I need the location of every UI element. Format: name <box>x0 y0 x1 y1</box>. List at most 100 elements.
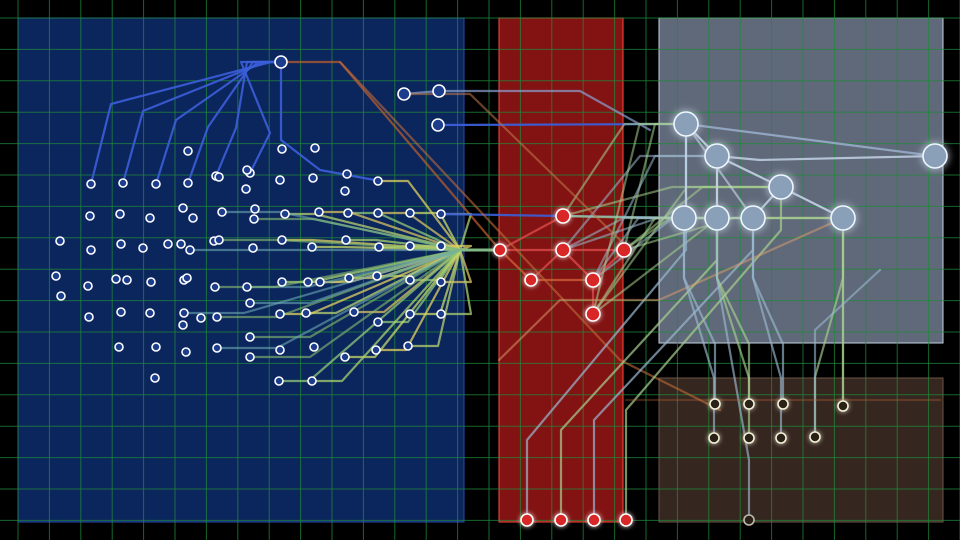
small-node <box>436 277 446 287</box>
edge <box>684 122 755 220</box>
small-pale-node <box>837 400 849 412</box>
small-node <box>405 208 415 218</box>
small-node <box>217 207 227 217</box>
small-node <box>349 307 359 317</box>
small-node <box>373 176 383 186</box>
edge <box>338 60 722 412</box>
edge <box>591 122 688 316</box>
small-node <box>178 320 188 330</box>
small-node <box>150 373 160 383</box>
small-node <box>178 203 188 213</box>
small-node <box>151 342 161 352</box>
red-node <box>493 243 507 257</box>
slate-region <box>658 17 944 344</box>
small-node <box>403 341 413 351</box>
small-node <box>84 312 94 322</box>
red-node <box>555 242 571 258</box>
small-node <box>342 169 352 179</box>
small-node <box>183 178 193 188</box>
small-node <box>373 317 383 327</box>
small-node <box>114 342 124 352</box>
edges <box>89 60 942 522</box>
red-node <box>587 513 601 527</box>
small-pale-node <box>708 432 720 444</box>
edge <box>684 122 845 220</box>
small-node <box>214 172 224 182</box>
edge <box>591 154 719 282</box>
small-node <box>274 376 284 386</box>
small-node <box>245 298 255 308</box>
small-node <box>241 184 251 194</box>
small-node <box>372 271 382 281</box>
small-node <box>183 146 193 156</box>
small-node <box>212 343 222 353</box>
edge <box>813 268 882 439</box>
red-node <box>616 242 632 258</box>
small-node <box>118 178 128 188</box>
small-node <box>212 312 222 322</box>
small-pale-node <box>809 431 821 443</box>
small-node <box>86 179 96 189</box>
edge <box>248 248 502 359</box>
edge <box>497 216 845 362</box>
nodes <box>51 55 948 527</box>
small-node <box>343 208 353 218</box>
small-node <box>405 275 415 285</box>
small-node <box>436 309 446 319</box>
small-node <box>188 213 198 223</box>
small-node <box>214 235 224 245</box>
small-node <box>310 143 320 153</box>
small-pale-node <box>743 398 755 410</box>
small-node <box>83 281 93 291</box>
small-pale-node <box>743 432 755 444</box>
small-node <box>431 118 445 132</box>
edge <box>715 216 751 522</box>
small-node <box>250 204 260 214</box>
small-node <box>245 332 255 342</box>
small-node <box>176 239 186 249</box>
small-node <box>397 87 411 101</box>
small-node <box>248 243 258 253</box>
large-node <box>673 111 699 137</box>
small-node <box>280 209 290 219</box>
small-pale-node <box>743 514 755 526</box>
small-node <box>163 239 173 249</box>
small-node <box>245 352 255 362</box>
small-node <box>374 242 384 252</box>
edge <box>715 154 937 162</box>
small-node <box>405 309 415 319</box>
red-node <box>585 272 601 288</box>
small-pale-node <box>775 432 787 444</box>
small-node <box>275 175 285 185</box>
edge <box>529 248 595 316</box>
small-node <box>340 352 350 362</box>
small-node <box>115 209 125 219</box>
large-node <box>922 143 948 169</box>
small-node <box>55 236 65 246</box>
small-node <box>86 245 96 255</box>
small-node <box>185 245 195 255</box>
small-node <box>56 291 66 301</box>
small-node <box>436 209 446 219</box>
small-node <box>275 309 285 319</box>
small-node <box>196 313 206 323</box>
small-node <box>249 214 259 224</box>
small-node <box>145 308 155 318</box>
small-node <box>242 165 252 175</box>
small-node <box>307 242 317 252</box>
large-node <box>740 205 766 231</box>
edge <box>239 60 283 175</box>
edge <box>684 122 937 158</box>
large-node <box>830 205 856 231</box>
small-node <box>111 274 121 284</box>
small-node <box>303 277 313 287</box>
red-node <box>585 306 601 322</box>
small-node <box>145 213 155 223</box>
small-pale-node <box>709 398 721 410</box>
small-node <box>181 347 191 357</box>
small-node <box>340 186 350 196</box>
edge <box>402 89 652 132</box>
small-node <box>277 277 287 287</box>
